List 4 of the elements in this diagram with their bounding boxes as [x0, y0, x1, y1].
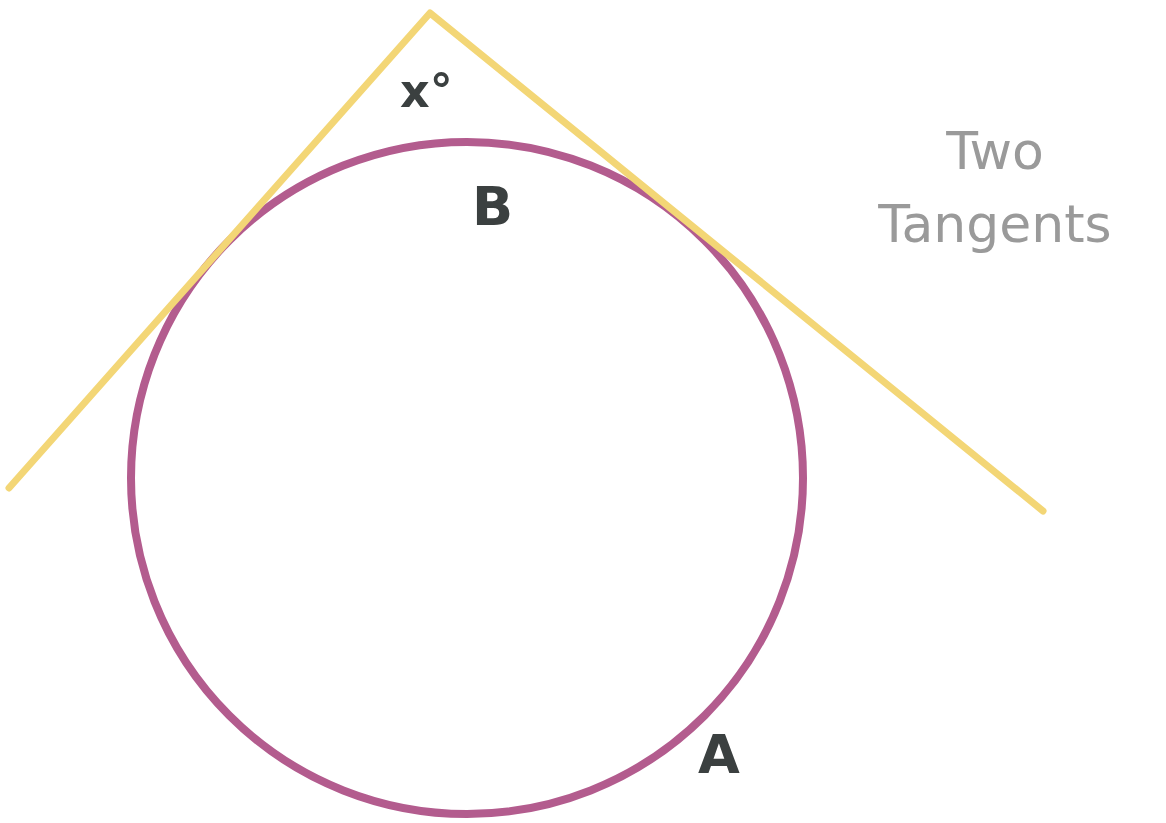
point-label: B	[472, 180, 514, 234]
note-text: Two Tangents	[877, 120, 1113, 256]
point-label: A	[698, 728, 740, 782]
angle-label: x°	[400, 68, 453, 114]
